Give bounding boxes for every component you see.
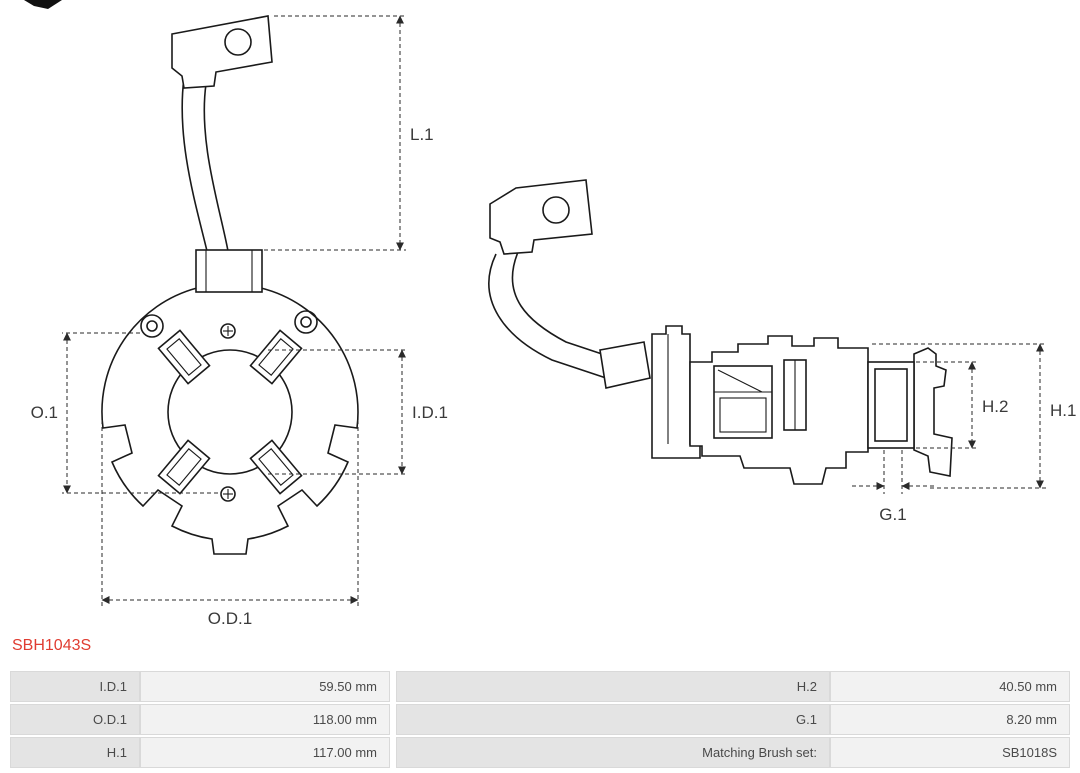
dim-g1: G.1 bbox=[852, 450, 934, 524]
spec-value-cell: 8.20 mm bbox=[830, 704, 1070, 735]
dim-id1: I.D.1 bbox=[268, 349, 448, 475]
terminal-lug-front bbox=[171, 15, 273, 89]
wire-entry-block bbox=[195, 249, 263, 293]
spec-label-cell: H.1 bbox=[10, 737, 140, 768]
dim-label-od1: O.D.1 bbox=[208, 609, 252, 628]
brush-box-side-protruding bbox=[867, 361, 915, 449]
spec-value-cell: 117.00 mm bbox=[140, 737, 390, 768]
mounting-hole-left bbox=[140, 314, 164, 338]
screw-hole-top bbox=[220, 323, 236, 339]
dim-label-h2: H.2 bbox=[982, 397, 1008, 416]
holder-outline-front bbox=[101, 273, 359, 555]
dim-label-h1: H.1 bbox=[1050, 401, 1076, 420]
spec-label-cell: G.1 bbox=[396, 704, 830, 735]
dim-h2: H.2 bbox=[916, 361, 1008, 449]
brush-box-side-middle bbox=[713, 365, 773, 439]
specs-table: I.D.1 59.50 mm H.2 40.50 mm O.D.1 118.00… bbox=[10, 671, 1070, 768]
spec-value-cell: 40.50 mm bbox=[830, 671, 1070, 702]
screw-hole-bottom bbox=[220, 486, 236, 502]
spec-value-cell: SB1018S bbox=[830, 737, 1070, 768]
dim-od1: O.D.1 bbox=[101, 420, 359, 628]
inner-bore bbox=[167, 349, 293, 475]
lead-wire-front bbox=[181, 77, 229, 252]
spec-label-cell: O.D.1 bbox=[10, 704, 140, 735]
corner-mark bbox=[24, 0, 62, 9]
dimension-annotations: L.1 O.1 I.D.1 O.D.1 bbox=[31, 15, 1076, 628]
brush-box-bottom-right bbox=[249, 439, 303, 495]
spec-row: I.D.1 59.50 mm H.2 40.50 mm bbox=[10, 671, 1070, 702]
lead-wire-side bbox=[488, 251, 609, 379]
front-view-drawing bbox=[101, 15, 359, 555]
spec-label-cell: I.D.1 bbox=[10, 671, 140, 702]
terminal-hole bbox=[224, 28, 252, 56]
left-bracket bbox=[651, 325, 701, 459]
spec-row: H.1 117.00 mm Matching Brush set: SB1018… bbox=[10, 737, 1070, 768]
spec-value-cell: 59.50 mm bbox=[140, 671, 390, 702]
dim-o1: O.1 bbox=[31, 332, 218, 494]
dim-label-l1: L.1 bbox=[410, 125, 434, 144]
brush-box-side-second bbox=[783, 359, 807, 431]
brush-box-top-left bbox=[157, 329, 211, 385]
spec-label-cell: Matching Brush set: bbox=[396, 737, 830, 768]
dim-label-id1: I.D.1 bbox=[412, 403, 448, 422]
dim-label-o1: O.1 bbox=[31, 403, 58, 422]
spec-row: O.D.1 118.00 mm G.1 8.20 mm bbox=[10, 704, 1070, 735]
brush-box-bottom-left bbox=[157, 439, 211, 495]
dim-label-g1: G.1 bbox=[879, 505, 906, 524]
side-view-drawing bbox=[488, 179, 953, 485]
spec-value-cell: 118.00 mm bbox=[140, 704, 390, 735]
dim-h1: H.1 bbox=[872, 343, 1076, 489]
wire-grommet bbox=[599, 341, 651, 389]
brush-box-top-right bbox=[249, 329, 303, 385]
part-number: SBH1043S bbox=[12, 637, 92, 654]
dim-l1: L.1 bbox=[264, 15, 434, 251]
technical-diagram: L.1 O.1 I.D.1 O.D.1 bbox=[24, 0, 1076, 628]
spec-label-cell: H.2 bbox=[396, 671, 830, 702]
mounting-hole-right bbox=[294, 310, 318, 334]
terminal-lug-side bbox=[489, 179, 593, 255]
terminal-hole-side bbox=[542, 196, 570, 224]
right-hook-bracket bbox=[913, 347, 953, 477]
